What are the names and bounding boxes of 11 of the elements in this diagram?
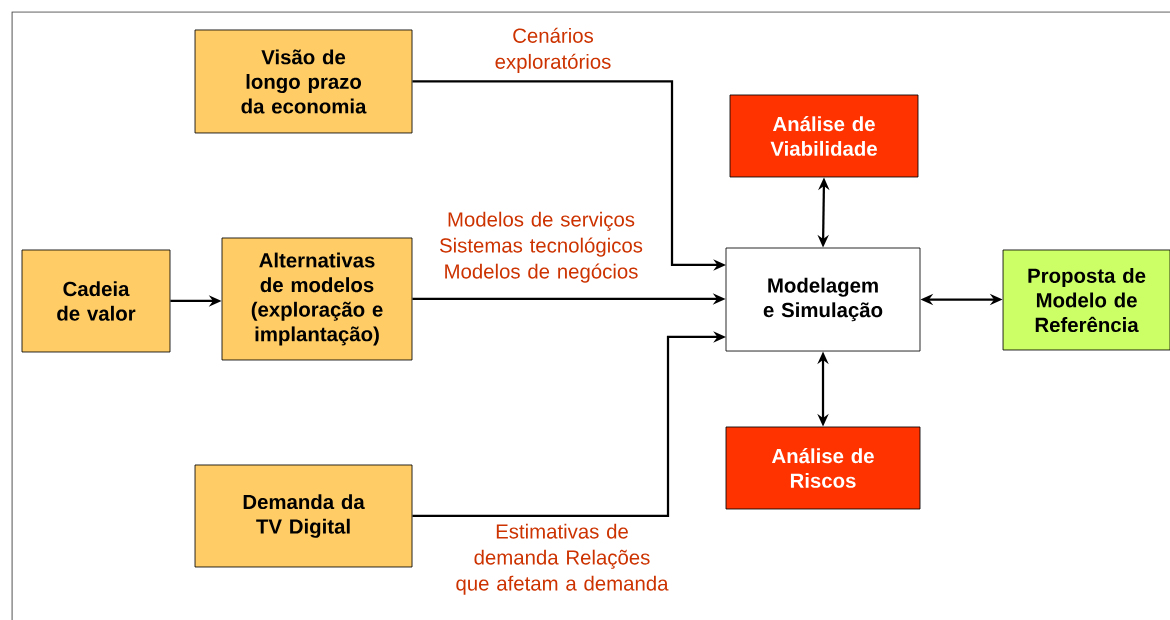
output-box: Proposta de Modelo de Referência: [1002, 249, 1170, 351]
input-box: Visão de longo prazo da economia: [194, 29, 413, 134]
input-box: Demanda da TV Digital: [194, 464, 413, 568]
edge-label: Cenários exploratórios: [495, 27, 611, 73]
edge-label: Estimativas de demanda Relações que afetam a demanda: [456, 523, 669, 595]
analysis-box: Análise de Viabilidade: [729, 94, 919, 178]
process-box: Modelagem e Simulação: [725, 247, 921, 352]
input-box: Cadeia de valor: [21, 249, 171, 353]
input-box: Alternativas de modelos (exploração e implantação): [221, 237, 413, 361]
analysis-box: Análise de Riscos: [725, 426, 921, 510]
edge-label: Modelos de serviços Sistemas tecnológicos Modelos de negócios: [439, 211, 643, 283]
